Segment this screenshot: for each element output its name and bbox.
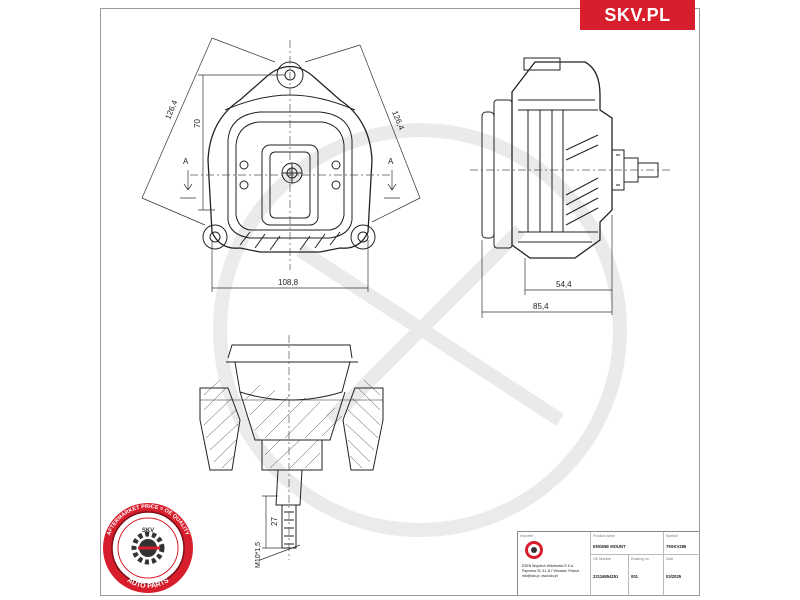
section-marker-left: A (183, 157, 189, 166)
importer-line: ESEN Wojciech Wiśniewski S.K.A. (522, 564, 575, 568)
section-hatching (203, 379, 381, 469)
section-marker-right: A (388, 157, 394, 166)
front-view-dimensions (141, 37, 421, 292)
oe-header: OE Number (593, 557, 612, 561)
quality-seal: AFTERMARKET PRICE = OE QUALITY AUTO PART… (103, 503, 193, 593)
symbol-header: Symbol (666, 534, 678, 538)
importer-logo (524, 540, 544, 560)
product-header: Product name (593, 534, 615, 538)
seal-center-text: SKV (142, 528, 154, 534)
side-view-dimensions (481, 215, 613, 318)
importer-header: Importer (520, 534, 534, 538)
dim-height: 70 (193, 119, 202, 128)
drawing-header: Drawing no. (631, 557, 650, 561)
dim-width: 108,8 (278, 278, 299, 287)
importer-line: info@skv.pl, www.skv.pl (522, 574, 558, 578)
brand-badge[interactable]: SKV.PL (580, 0, 695, 30)
oe-number: 22116854251 (593, 574, 619, 579)
gear-icon (131, 531, 165, 565)
side-view (470, 57, 670, 259)
drawing-number: 001 (631, 574, 638, 579)
date-value: 03/2025 (666, 574, 682, 579)
section-view (199, 335, 384, 560)
importer-address: ESEN Wojciech Wiśniewski S.K.A. Paprotna… (522, 564, 589, 579)
front-view (190, 40, 390, 270)
importer-line: Paprotna 33, 51-117 Wrocław, Poland (522, 569, 579, 573)
product-name: ENGINE MOUNT (593, 544, 626, 549)
title-block: Importer ESEN Wojciech Wiśniewski S.K.A.… (517, 531, 700, 596)
drawing-frame (100, 8, 700, 596)
thread-label: M10*1,5 (255, 542, 262, 568)
section-dimensions (259, 495, 301, 561)
dim-stud-length: 27 (270, 517, 279, 526)
symbol-value: 75SKV285 (666, 544, 687, 549)
dim-side-outer: 85,4 (533, 302, 549, 311)
date-header: Date (666, 557, 674, 561)
dim-side-inner: 54,4 (556, 280, 572, 289)
